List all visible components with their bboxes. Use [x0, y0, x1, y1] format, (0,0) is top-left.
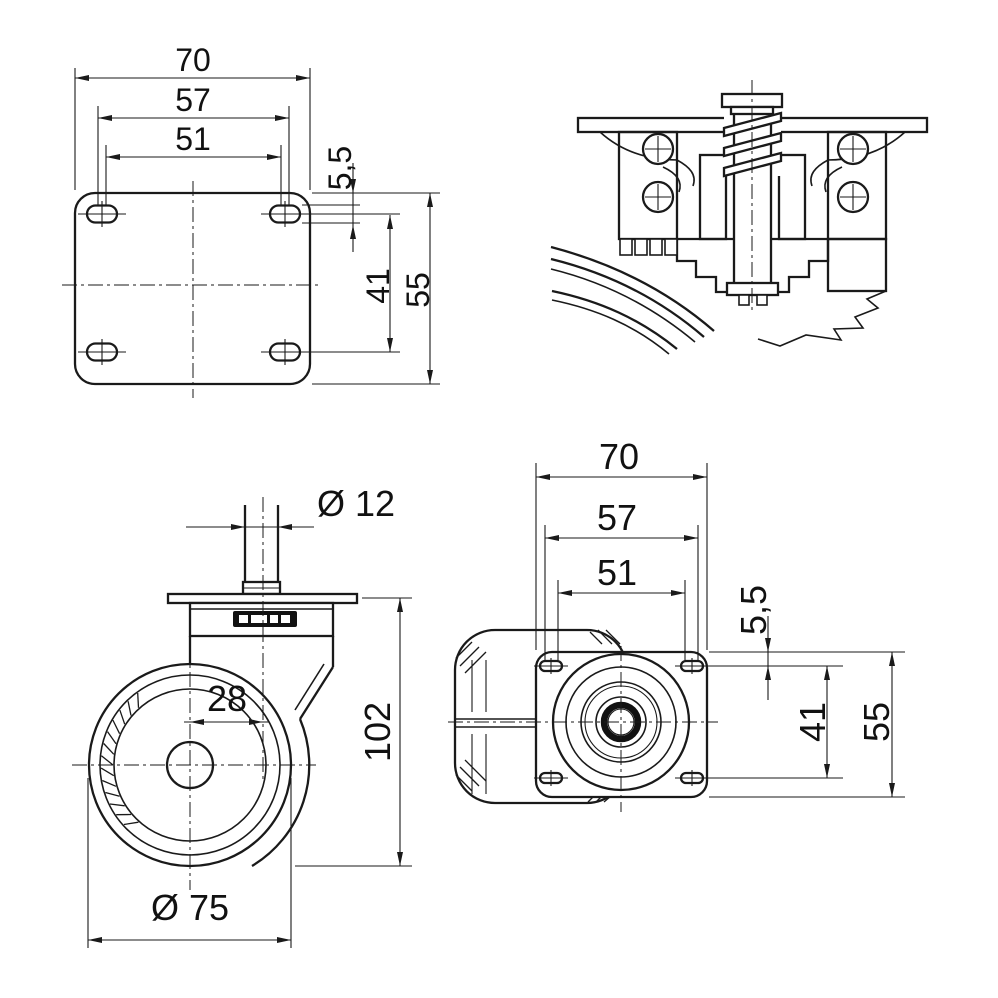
view-plate-bottom: 70 57 51 5,5 41	[62, 42, 440, 398]
tread-pattern	[100, 692, 140, 826]
dim-text-57: 57	[175, 82, 211, 118]
dim-text-57: 57	[597, 497, 637, 538]
dim-hole-spacing-outer: 57	[97, 82, 290, 206]
dim-hole-spacing-vertical: 41	[700, 666, 843, 779]
side-centerlines	[72, 497, 316, 890]
dim-text-41: 41	[792, 702, 833, 742]
view-side: Ø 12 28 102 Ø 75	[72, 483, 412, 948]
slot	[261, 339, 309, 365]
wheel-section-arcs	[550, 245, 715, 355]
dim-hole-spacing-outer: 57	[544, 497, 699, 660]
dim-slot-offset: 5,5	[700, 585, 905, 700]
slot	[261, 201, 309, 227]
break-line	[757, 290, 887, 347]
brand-logo	[233, 611, 297, 627]
dim-text-5-5: 5,5	[733, 585, 774, 635]
dim-stem-diameter: Ø 12	[186, 483, 395, 530]
dim-text-51: 51	[175, 121, 211, 157]
view-swivel-section	[550, 80, 929, 355]
dim-text-wheel-diameter: Ø 75	[151, 887, 229, 928]
dim-text-51: 51	[597, 552, 637, 593]
dim-text-102: 102	[357, 702, 398, 762]
dim-text-41: 41	[360, 268, 396, 304]
dim-plate-depth: 55	[312, 193, 440, 385]
fork-side	[188, 636, 335, 867]
dim-text-55: 55	[400, 272, 436, 308]
dim-hole-spacing-inner: 51	[557, 552, 686, 660]
stem	[241, 505, 282, 596]
dim-text-70: 70	[599, 436, 639, 477]
plan-centerlines	[448, 646, 718, 812]
dim-plate-width: 70	[535, 436, 708, 650]
slot	[78, 339, 126, 365]
slot	[78, 201, 126, 227]
view-plan-top: 70 57 51 5,5 41	[448, 436, 905, 812]
dim-hole-spacing-inner: 51	[105, 121, 282, 206]
dim-overall-height: 102	[295, 597, 412, 867]
slot	[534, 658, 568, 674]
dim-hole-spacing-vertical: 41	[302, 213, 400, 353]
dim-text-28: 28	[207, 678, 247, 719]
dim-text-70: 70	[175, 42, 211, 78]
plate-centerlines	[62, 181, 322, 398]
dim-text-stem-diameter: Ø 12	[317, 483, 395, 524]
dim-text-55: 55	[856, 702, 897, 742]
dim-swivel-offset: 28	[184, 678, 269, 725]
mounting-slots	[78, 201, 309, 365]
swivel-housing-side	[188, 601, 335, 638]
dim-slot-offset: 5,5	[302, 146, 440, 252]
dim-plate-width: 70	[74, 42, 311, 190]
dim-text-5-5: 5,5	[322, 146, 358, 190]
bearing-balls	[641, 132, 870, 214]
slot	[534, 770, 568, 786]
swivel-housing-section	[617, 130, 888, 347]
dim-plate-depth: 55	[709, 652, 905, 798]
dim-wheel-diameter: Ø 75	[87, 778, 292, 948]
